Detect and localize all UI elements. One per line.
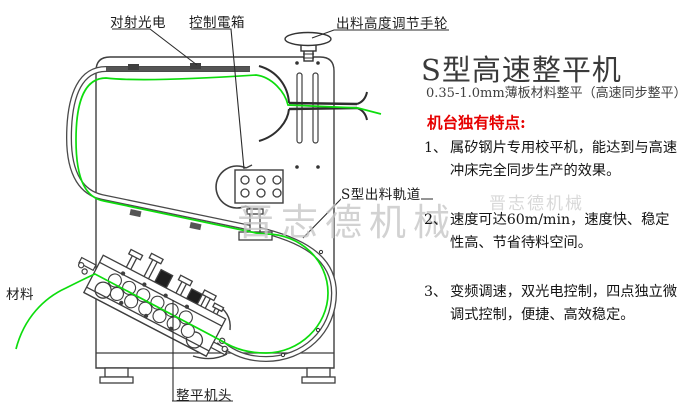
features-list: 1、 属矽钢片专用校平机，能达到与高速冲床完全同步生产的效果。 2、 速度可达6… [424, 137, 682, 353]
feature-number: 1、 [424, 140, 448, 156]
material-line [15, 74, 382, 354]
feature-text: 属矽钢片专用校平机，能达到与高速冲床完全同步生产的效果。 [450, 140, 678, 179]
label-leveler-head: 整平机头 [176, 388, 232, 404]
feature-text: 速度可达60m/min，速度快、稳定性高、节省待料空间。 [450, 212, 670, 251]
feature-number: 3、 [424, 284, 448, 300]
control-box [215, 164, 284, 210]
page-subtitle: 0.35-1.0mm薄板材料整平（高速同步整平） [426, 86, 687, 101]
feature-item: 1、 属矽钢片专用校平机，能达到与高速冲床完全同步生产的效果。 [424, 137, 682, 182]
feature-text: 变频调速，双光电控制，四点独立微调式控制，便捷、高效稳定。 [450, 284, 678, 323]
label-control-box: 控制電箱 [189, 15, 245, 31]
feature-item: 2、 速度可达60m/min，速度快、稳定性高、节省待料空间。 [424, 209, 682, 254]
feature-number: 2、 [424, 212, 448, 228]
sensor-block [128, 64, 139, 70]
feature-item: 3、 变频调速，双光电控制，四点独立微调式控制，便捷、高效稳定。 [424, 281, 682, 326]
page-title: S型高速整平机 [421, 53, 622, 87]
photoelectric-sensor [190, 63, 201, 69]
label-material: 材料 [6, 287, 34, 303]
label-s-track: S型出料軌道 [341, 183, 421, 203]
features-heading: 机台独有特点: [427, 113, 526, 132]
machine-feet [99, 367, 336, 384]
callout-lines [112, 28, 449, 402]
label-photoelectric: 对射光电 [110, 15, 166, 31]
track-bracket [238, 208, 273, 241]
label-handwheel: 出料高度调节手轮 [336, 16, 448, 32]
adjustment-slots [295, 61, 320, 169]
